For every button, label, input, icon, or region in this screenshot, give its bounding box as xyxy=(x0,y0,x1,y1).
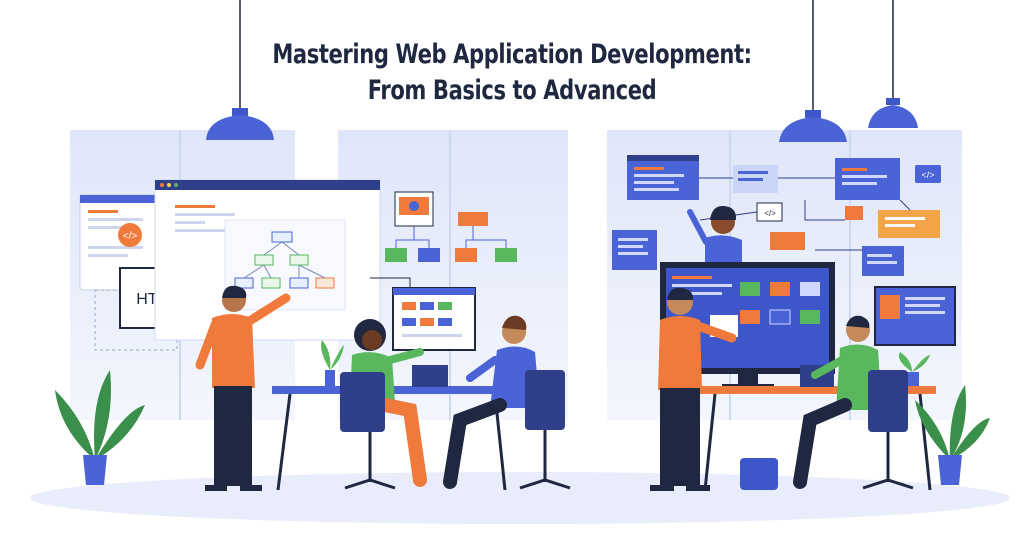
right-code-panels: </> </> xyxy=(612,155,956,346)
plant-icon xyxy=(321,340,344,386)
page-title-line-1: Mastering Web Application Development: xyxy=(272,39,752,70)
person-standing-man xyxy=(650,287,737,491)
person-seated-man-right xyxy=(793,315,914,490)
floor xyxy=(30,472,1010,524)
code-tag-label: </> xyxy=(123,231,138,242)
plant-icon xyxy=(55,370,145,485)
plant-icon xyxy=(898,352,930,386)
page-title-line-2: From Basics to Advanced xyxy=(367,75,657,106)
pendant-lamp-icon xyxy=(868,0,918,128)
workflow-screen xyxy=(392,287,476,351)
browser-window xyxy=(154,179,381,341)
person-background-woman xyxy=(687,205,742,262)
code-panel: </> xyxy=(79,194,161,291)
plant-icon xyxy=(915,385,990,485)
person-presenter xyxy=(195,285,291,491)
code-tag-label: </> xyxy=(764,209,776,218)
pendant-lamp-icon xyxy=(779,0,847,142)
pendant-lamp-icon xyxy=(206,0,274,140)
person-seated-man xyxy=(443,315,571,490)
code-tag-label: </> xyxy=(921,170,934,180)
diagram-cards xyxy=(370,191,517,290)
person-seated-woman xyxy=(340,319,427,490)
